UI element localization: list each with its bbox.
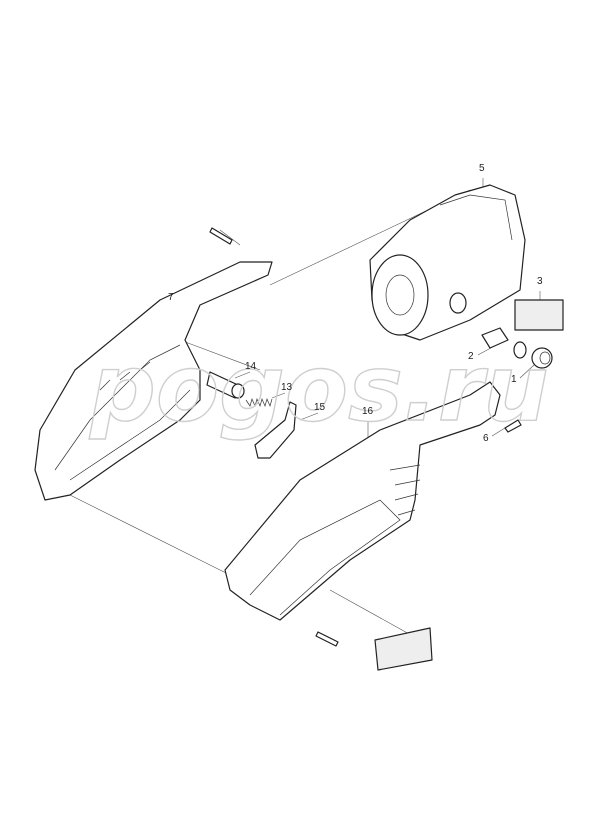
screw-top (209, 227, 233, 245)
callout-16: 16 (362, 406, 374, 417)
callout-13: 13 (281, 382, 293, 393)
part-3-label (514, 299, 564, 331)
callout-7: 7 (168, 292, 174, 303)
part-2-carbon-brush (481, 327, 527, 359)
part-15-trigger (254, 401, 297, 459)
callout-6: 6 (483, 433, 489, 444)
callout-5: 5 (479, 163, 485, 174)
callout-2: 2 (468, 351, 474, 362)
label-bottom (374, 627, 433, 671)
callout-3: 3 (537, 276, 543, 287)
part-5-motor-housing (369, 184, 526, 341)
part-7-handle-left (34, 261, 273, 501)
part-1-cap (531, 347, 553, 369)
part-6-screw (504, 419, 522, 433)
part-14-lock-button (206, 371, 245, 399)
callout-1: 1 (511, 374, 517, 385)
part-13-spring (245, 397, 273, 408)
part-16-handle-right (224, 381, 501, 621)
screw-bottom (315, 631, 339, 647)
callout-14: 14 (245, 361, 257, 372)
watermark: pogos.ru (89, 335, 549, 442)
callout-15: 15 (314, 402, 326, 413)
